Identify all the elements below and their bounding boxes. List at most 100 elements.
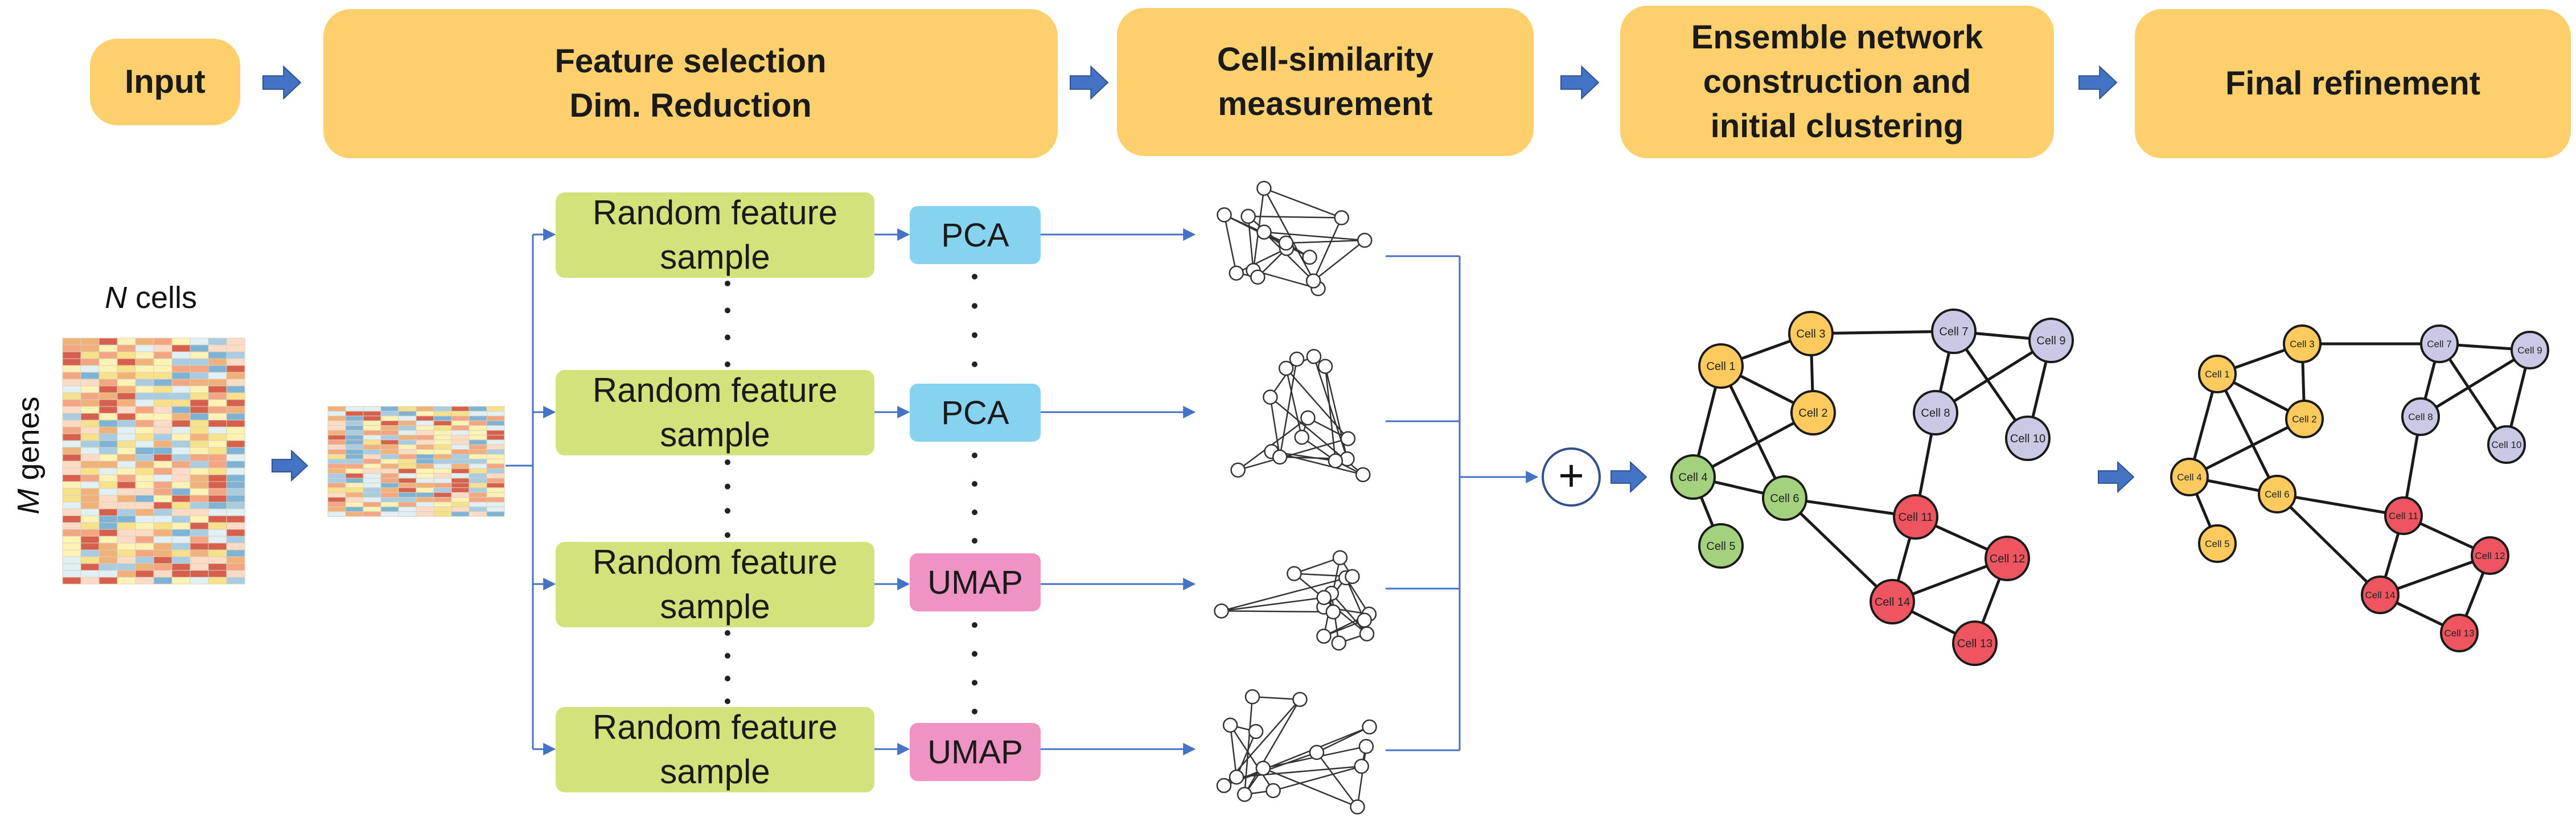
heatmap-cell — [226, 454, 245, 462]
heatmap-cell — [345, 420, 364, 426]
heatmap-cell — [433, 430, 452, 435]
heatmap-cell — [226, 542, 245, 550]
heatmap-cell — [171, 508, 191, 516]
heatmap-cell — [153, 440, 172, 448]
similarity-edge — [1285, 368, 1349, 439]
heatmap-cell — [433, 458, 452, 465]
heatmap-cell — [208, 495, 227, 503]
heatmap-cell — [135, 338, 154, 346]
heatmap-cell — [190, 542, 209, 550]
heatmap-cell — [153, 454, 172, 462]
heatmap-cell — [380, 439, 399, 445]
similarity-node — [1289, 351, 1305, 367]
heatmap-cell — [345, 506, 364, 512]
heatmap-cell — [171, 392, 191, 400]
stage-input: Input — [90, 39, 240, 125]
heatmap-cell — [98, 577, 118, 585]
heatmap-cell — [469, 511, 487, 517]
heatmap-cell — [327, 430, 346, 435]
heatmap-cell — [451, 434, 470, 441]
ellipsis-dot — [725, 334, 730, 340]
heatmap-cell — [190, 481, 209, 489]
heatmap-cell — [80, 529, 100, 537]
heatmap-cell — [208, 365, 227, 373]
similarity-node — [1328, 453, 1344, 468]
heatmap-cell — [469, 430, 487, 435]
network-node-label-c12: Cell 12 — [2475, 550, 2505, 561]
heatmap-cell — [153, 392, 172, 400]
heatmap-cell — [171, 433, 191, 441]
network-node-label-c1: Cell 1 — [2205, 369, 2229, 380]
heatmap-cell — [98, 529, 118, 537]
heatmap-cell — [327, 416, 346, 421]
sample-ellipsis-2 — [725, 459, 730, 538]
heatmap-cell — [117, 502, 136, 509]
network-node-label-c12: Cell 12 — [1990, 553, 2025, 565]
heatmap-cell — [416, 439, 434, 445]
heatmap-cell — [190, 536, 209, 544]
heatmap-cell — [398, 511, 417, 517]
heatmap-cell — [171, 447, 191, 455]
heatmap-cell — [451, 425, 470, 431]
heatmap-cell — [433, 454, 452, 459]
heatmap-cell — [153, 549, 172, 557]
similarity-edge — [1316, 752, 1358, 808]
heatmap-cell — [451, 444, 470, 450]
heatmap-cell — [416, 482, 434, 488]
heatmap-cell — [416, 410, 434, 417]
network-node-c3 — [2283, 324, 2322, 363]
heatmap-cell — [153, 522, 172, 530]
heatmap-cell — [62, 338, 81, 346]
heatmap-cell — [345, 434, 364, 441]
heatmap-cell — [398, 497, 417, 503]
heatmap-cell — [208, 338, 227, 346]
heatmap-cell — [171, 440, 191, 448]
heatmap-cell — [363, 430, 381, 435]
heatmap-cell — [117, 426, 136, 434]
heatmap-cell — [171, 372, 191, 380]
heatmap-cell — [135, 563, 154, 571]
heatmap-cell — [98, 454, 118, 462]
heatmap-cell — [451, 487, 470, 493]
heatmap-cell — [451, 420, 470, 426]
heatmap-cell — [135, 570, 154, 578]
matrix-arrow — [272, 449, 309, 482]
similarity-edge — [1357, 746, 1367, 807]
heatmap-cell — [208, 447, 227, 455]
heatmap-cell — [171, 536, 191, 544]
heatmap-cell — [208, 385, 227, 393]
heatmap-cell — [345, 458, 364, 465]
heatmap-cell — [190, 447, 209, 455]
heatmap-cell — [469, 434, 487, 441]
heatmap-cell — [327, 458, 346, 465]
heatmap-cell — [226, 426, 245, 434]
heatmap-cell — [451, 492, 470, 498]
heatmap-cell — [345, 487, 364, 493]
heatmap-cell — [363, 497, 381, 503]
network-node-c10 — [2487, 425, 2526, 464]
genes-symbol: M — [11, 488, 46, 515]
similarity-graph-2 — [1230, 348, 1371, 483]
heatmap-cell — [153, 467, 172, 475]
similarity-node — [1256, 224, 1272, 240]
heatmap-cell — [98, 474, 118, 482]
stage-arrow-4 — [2078, 65, 2118, 100]
heatmap-cell — [363, 420, 381, 426]
heatmap-cell — [62, 529, 81, 537]
heatmap-cell — [345, 444, 364, 450]
network-edge — [2277, 492, 2404, 517]
heatmap-cell — [433, 487, 452, 493]
heatmap-cell — [208, 467, 227, 475]
heatmap-cell — [327, 444, 346, 450]
heatmap-cell — [117, 399, 136, 407]
heatmap-cell — [416, 425, 434, 431]
heatmap-cell — [80, 379, 100, 387]
heatmap-cell — [62, 426, 81, 434]
network-node-label-c10: Cell 10 — [2010, 433, 2045, 445]
heatmap-cell — [486, 478, 505, 483]
heatmap-cell — [135, 502, 154, 509]
heatmap-cell — [363, 487, 381, 493]
